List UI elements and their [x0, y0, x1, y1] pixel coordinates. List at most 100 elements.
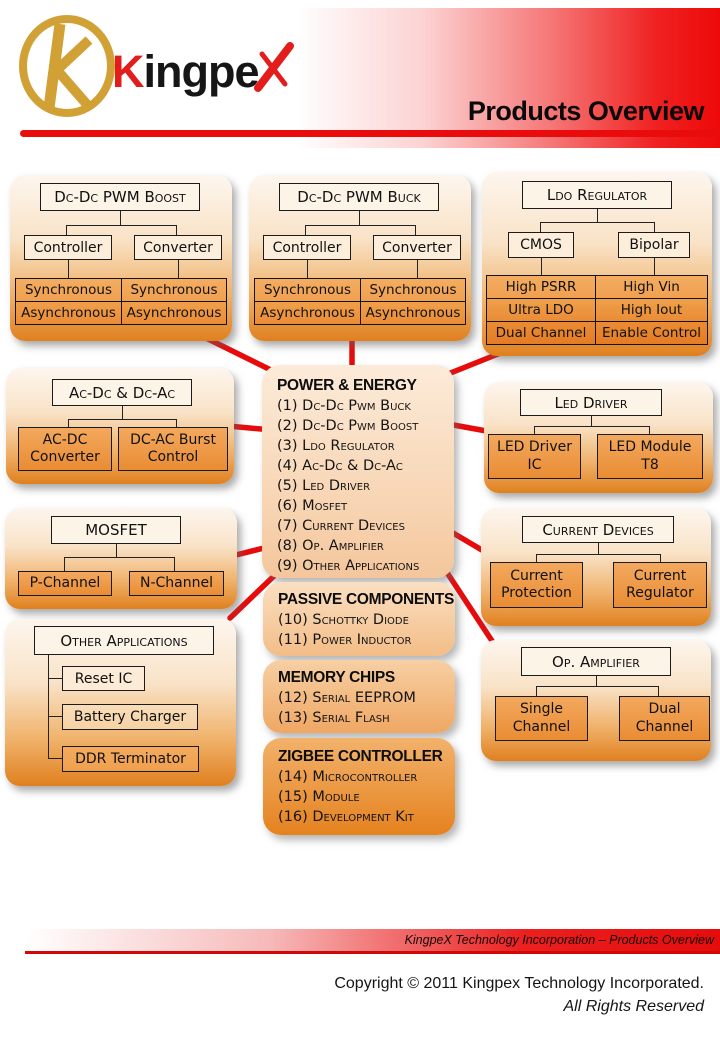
connector — [120, 211, 121, 225]
connector — [660, 554, 661, 562]
ldo-ultra-ldo: Ultra LDO — [486, 298, 596, 322]
power-item-4: (4) Ac-Dc & Dc-Ac — [277, 458, 403, 474]
connector — [68, 419, 176, 420]
connector — [66, 225, 67, 235]
memory-item-13: (13) Serial Flash — [278, 710, 390, 726]
panel-acdc-dcac: Ac-Dc & Dc-Ac AC-DC Converter DC-AC Burs… — [6, 368, 234, 484]
connector — [359, 211, 360, 225]
ldo-bipolar-rows: High Vin High Iout Enable Control — [595, 275, 708, 345]
ldo-cmos-rows: High PSRR Ultra LDO Dual Channel — [486, 275, 596, 345]
brand-rest: ingpe — [143, 46, 260, 97]
power-item-7: (7) Current Devices — [277, 518, 405, 534]
center-zigbee-controller: ZIGBEE CONTROLLER (14) Microcontroller (… — [263, 738, 455, 835]
panel-ldo-regulator: Ldo Regulator CMOS Bipolar High PSRR Ult… — [482, 172, 712, 356]
connector — [66, 225, 176, 226]
opamp-dual-channel: Dual Channel — [619, 696, 710, 741]
power-item-6: (6) Mosfet — [277, 498, 348, 514]
led-driver-ic: LED Driver IC — [488, 434, 581, 479]
ldo-high-iout: High Iout — [595, 298, 708, 322]
other-title: Other Applications — [34, 626, 214, 655]
connector — [534, 426, 649, 427]
ldo-title: Ldo Regulator — [522, 181, 672, 209]
zigbee-item-15: (15) Module — [278, 789, 360, 805]
kingpex-logo-icon — [19, 15, 115, 117]
power-item-8: (8) Op. Amplifier — [277, 538, 384, 554]
panel-op-amplifier: Op. Amplifier Single Channel Dual Channe… — [481, 640, 711, 761]
led-module-t8: LED Module T8 — [597, 434, 703, 479]
other-battery-charger: Battery Charger — [62, 704, 198, 730]
connector — [536, 554, 537, 562]
center-passive-components: PASSIVE COMPONENTS (10) Schottky Diode (… — [263, 582, 455, 656]
buck-converter-asynchronous: Asynchronous — [360, 301, 466, 325]
boost-title: Dc-Dc PWM Boost — [40, 183, 200, 211]
power-item-3: (3) Ldo Regulator — [277, 438, 395, 454]
panel-other-applications: Other Applications Reset IC Battery Char… — [5, 619, 236, 786]
page-title: Products Overview — [467, 96, 705, 126]
connector — [176, 419, 177, 427]
connector — [591, 416, 592, 426]
boost-controller-rows: Synchronous Asynchronous — [15, 278, 122, 325]
connector — [654, 258, 655, 275]
current-title: Current Devices — [522, 516, 674, 543]
ldo-dual-channel: Dual Channel — [486, 321, 596, 345]
copyright-line: Copyright © 2011 Kingpex Technology Inco… — [334, 975, 704, 992]
connector — [541, 258, 542, 275]
buck-controller-rows: Synchronous Asynchronous — [254, 278, 361, 325]
buck-converter: Converter — [373, 235, 461, 260]
mosfet-title: MOSFET — [51, 516, 181, 544]
boost-controller-asynchronous: Asynchronous — [15, 301, 122, 325]
ldo-high-psrr: High PSRR — [486, 275, 596, 299]
passive-item-11: (11) Power Inductor — [278, 632, 412, 648]
brand-wordmark: Kingpe — [112, 46, 260, 98]
boost-controller-synchronous: Synchronous — [15, 278, 122, 302]
connector — [305, 225, 306, 235]
connector — [176, 225, 177, 235]
connector — [48, 758, 62, 759]
ldo-bipolar: Bipolar — [618, 232, 690, 258]
header-divider — [20, 130, 720, 137]
panel-dcdc-pwm-buck: Dc-Dc PWM Buck Controller Converter Sync… — [249, 175, 471, 341]
connector — [649, 426, 650, 434]
connector — [654, 222, 655, 232]
ldo-cmos: CMOS — [508, 232, 574, 258]
brand-k: K — [112, 46, 144, 97]
boost-converter-rows: Synchronous Asynchronous — [121, 278, 227, 325]
buck-controller-synchronous: Synchronous — [254, 278, 361, 302]
connector — [536, 686, 658, 687]
zigbee-item-16: (16) Development Kit — [278, 809, 414, 825]
power-energy-heading: POWER & ENERGY — [277, 377, 417, 394]
boost-converter: Converter — [134, 235, 222, 260]
header-gradient-band — [295, 8, 720, 148]
zigbee-item-14: (14) Microcontroller — [278, 769, 418, 785]
connector — [68, 419, 69, 427]
current-protection: Current Protection — [490, 562, 583, 608]
center-power-energy: POWER & ENERGY (1) Dc-Dc Pwm Buck (2) Dc… — [262, 365, 454, 578]
power-item-9: (9) Other Applications — [277, 558, 420, 574]
power-item-1: (1) Dc-Dc Pwm Buck — [277, 398, 411, 414]
connector — [596, 676, 597, 686]
memory-item-12: (12) Serial EEPROM — [278, 690, 416, 706]
connector — [68, 260, 69, 278]
connector — [122, 406, 123, 419]
footer-banner: KingpeX Technology Incorporation – Produ… — [25, 929, 720, 954]
connector — [174, 557, 175, 571]
connector — [598, 543, 599, 554]
opamp-title: Op. Amplifier — [521, 647, 671, 676]
connector — [116, 544, 117, 557]
panel-current-devices: Current Devices Current Protection Curre… — [481, 508, 711, 626]
opamp-single-channel: Single Channel — [495, 696, 588, 741]
connector — [415, 225, 416, 235]
connector — [540, 222, 541, 232]
brand-x-icon — [254, 42, 294, 92]
other-reset-ic: Reset IC — [62, 666, 145, 691]
buck-title: Dc-Dc PWM Buck — [279, 183, 439, 211]
dcac-burst-control: DC-AC Burst Control — [118, 427, 228, 471]
connector — [48, 716, 62, 717]
connector — [597, 209, 598, 222]
memory-heading: MEMORY CHIPS — [278, 669, 395, 686]
ldo-high-vin: High Vin — [595, 275, 708, 299]
connector — [307, 260, 308, 278]
connector — [536, 686, 537, 696]
acdc-converter: AC-DC Converter — [18, 427, 112, 471]
connector — [64, 557, 174, 558]
